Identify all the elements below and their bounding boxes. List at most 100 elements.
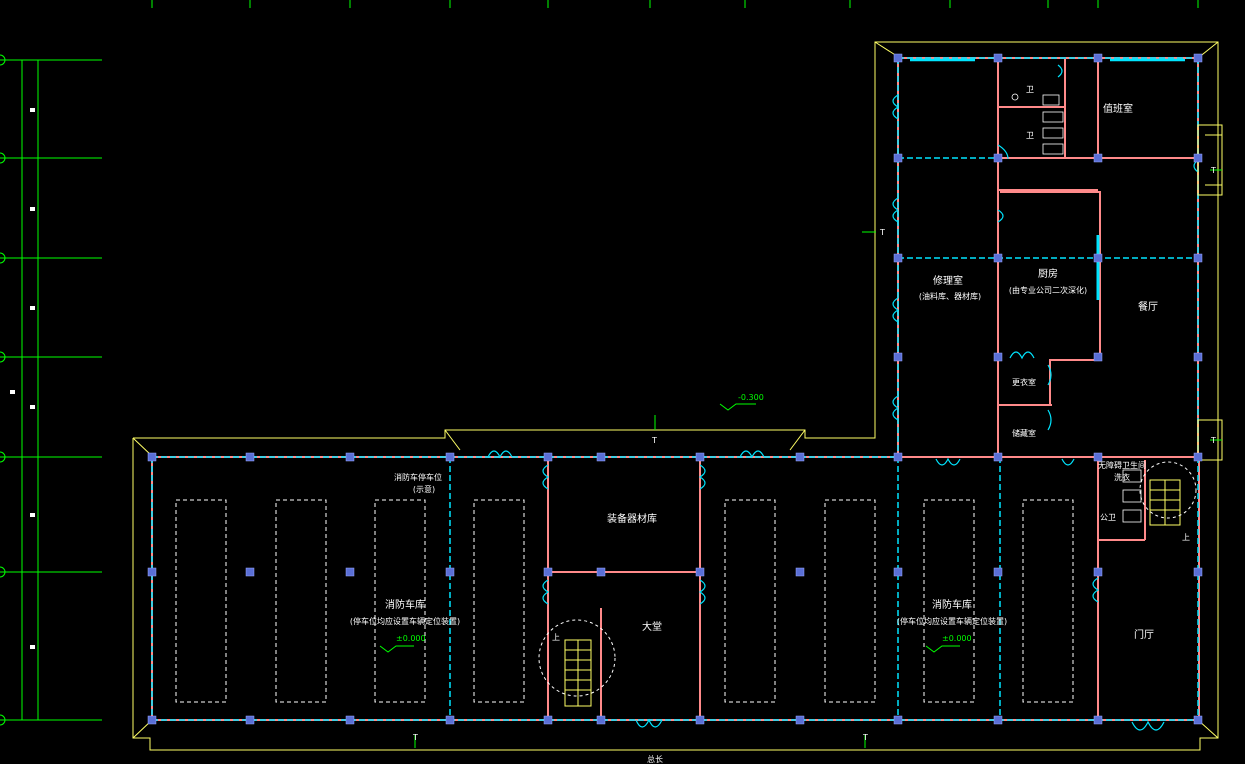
column-16 xyxy=(596,567,606,577)
column-31 xyxy=(1093,567,1103,577)
parking-bays xyxy=(175,499,1074,703)
column-11 xyxy=(445,715,455,725)
label-fire-station-note: (示意) xyxy=(413,484,435,494)
column-9 xyxy=(445,452,455,462)
column-35 xyxy=(1193,715,1203,725)
t-mark-bottom-right: T xyxy=(862,733,868,742)
column-33 xyxy=(1193,452,1203,462)
t-mark-left: T xyxy=(879,228,885,237)
label-fire-station: 消防车停车位 xyxy=(394,472,442,482)
level-top: -0.300 xyxy=(738,393,764,402)
label-repair-room: 修理室 xyxy=(933,274,963,287)
label-disabled-wc: 无障碍卫生间 xyxy=(1098,460,1146,470)
label-toilet-b: 卫 xyxy=(1026,131,1034,140)
label-equipment-store: 装备器材库 xyxy=(607,512,657,525)
column-13 xyxy=(543,567,553,577)
column-10 xyxy=(445,567,455,577)
column-45 xyxy=(1093,153,1103,163)
grid-total-length: 总长 xyxy=(647,754,663,764)
label-public-wc: 公卫 xyxy=(1100,513,1116,522)
column-41 xyxy=(993,153,1003,163)
column-42 xyxy=(993,253,1003,263)
label-storage-room: 储藏室 xyxy=(1012,428,1036,438)
doors xyxy=(487,64,1199,731)
column-12 xyxy=(543,452,553,462)
label-entrance-hall: 门厅 xyxy=(1134,628,1154,641)
left-axis-grid xyxy=(0,54,102,726)
level-markers xyxy=(379,169,1222,748)
column-30 xyxy=(1093,452,1103,462)
column-39 xyxy=(893,352,903,362)
column-23 xyxy=(795,715,805,725)
column-19 xyxy=(695,567,705,577)
label-garage-left: 消防车库 xyxy=(385,598,425,611)
column-18 xyxy=(695,452,705,462)
column-5 xyxy=(245,715,255,725)
structural-columns xyxy=(147,53,1203,725)
t-mark-bottom-left: T xyxy=(412,733,418,742)
column-24 xyxy=(893,452,903,462)
label-lobby: 大堂 xyxy=(642,620,662,633)
column-37 xyxy=(893,153,903,163)
label-dining-hall: 餐厅 xyxy=(1138,300,1158,313)
column-8 xyxy=(345,715,355,725)
windows xyxy=(151,57,1199,721)
column-0 xyxy=(147,452,157,462)
t-mark-right-2: T xyxy=(1210,436,1216,445)
column-51 xyxy=(1193,352,1203,362)
column-36 xyxy=(893,53,903,63)
column-21 xyxy=(795,452,805,462)
column-44 xyxy=(1093,53,1103,63)
column-27 xyxy=(993,452,1003,462)
column-48 xyxy=(1193,53,1203,63)
level-labels: -0.300 ±0.000 ±0.000 T T T T T T 总长 xyxy=(396,166,1216,764)
column-25 xyxy=(893,567,903,577)
label-garage-left-note: (停车位均应设置车辆定位装置) xyxy=(350,616,460,626)
level-left: ±0.000 xyxy=(396,634,426,643)
toilet-fixtures xyxy=(1011,93,1142,523)
column-32 xyxy=(1093,715,1103,725)
room-labels: 值班室 卫 卫 修理室 (油料库、器材库) 厨房 (由专业公司二次深化) 餐厅 … xyxy=(350,85,1190,642)
level-right: ±0.000 xyxy=(942,634,972,643)
stair-right xyxy=(1139,461,1197,526)
column-14 xyxy=(543,715,553,725)
label-kitchen-note: (由专业公司二次深化) xyxy=(1009,285,1087,295)
t-mark-right-1: T xyxy=(1210,166,1216,175)
column-46 xyxy=(1093,253,1103,263)
column-20 xyxy=(695,715,705,725)
label-stair-up-left: 上 xyxy=(552,633,560,642)
t-mark-top: T xyxy=(651,436,657,445)
eave-outline xyxy=(132,41,1219,751)
stair-left xyxy=(538,619,616,707)
label-duty-room: 值班室 xyxy=(1103,102,1133,115)
column-15 xyxy=(596,452,606,462)
column-26 xyxy=(893,715,903,725)
column-40 xyxy=(993,53,1003,63)
label-toilet-a: 卫 xyxy=(1026,85,1034,94)
column-38 xyxy=(893,253,903,263)
label-repair-note: (油料库、器材库) xyxy=(919,291,981,301)
column-3 xyxy=(245,452,255,462)
label-changing-room: 更衣室 xyxy=(1012,377,1036,387)
label-garage-right-note: (停车位均应设置车辆定位装置) xyxy=(897,616,1007,626)
label-garage-right: 消防车库 xyxy=(932,598,972,611)
left-axis-ticks xyxy=(10,108,35,649)
label-washroom: 洗衣 xyxy=(1114,472,1130,482)
column-4 xyxy=(245,567,255,577)
column-2 xyxy=(147,715,157,725)
column-1 xyxy=(147,567,157,577)
column-17 xyxy=(596,715,606,725)
column-28 xyxy=(993,567,1003,577)
column-22 xyxy=(795,567,805,577)
column-29 xyxy=(993,715,1003,725)
walls xyxy=(151,57,1200,721)
column-47 xyxy=(1093,352,1103,362)
top-axis-ticks xyxy=(151,0,1199,8)
column-49 xyxy=(1193,153,1203,163)
label-kitchen: 厨房 xyxy=(1038,267,1058,280)
label-stair-up-right: 上 xyxy=(1182,533,1190,542)
column-43 xyxy=(993,352,1003,362)
column-50 xyxy=(1193,253,1203,263)
column-7 xyxy=(345,567,355,577)
